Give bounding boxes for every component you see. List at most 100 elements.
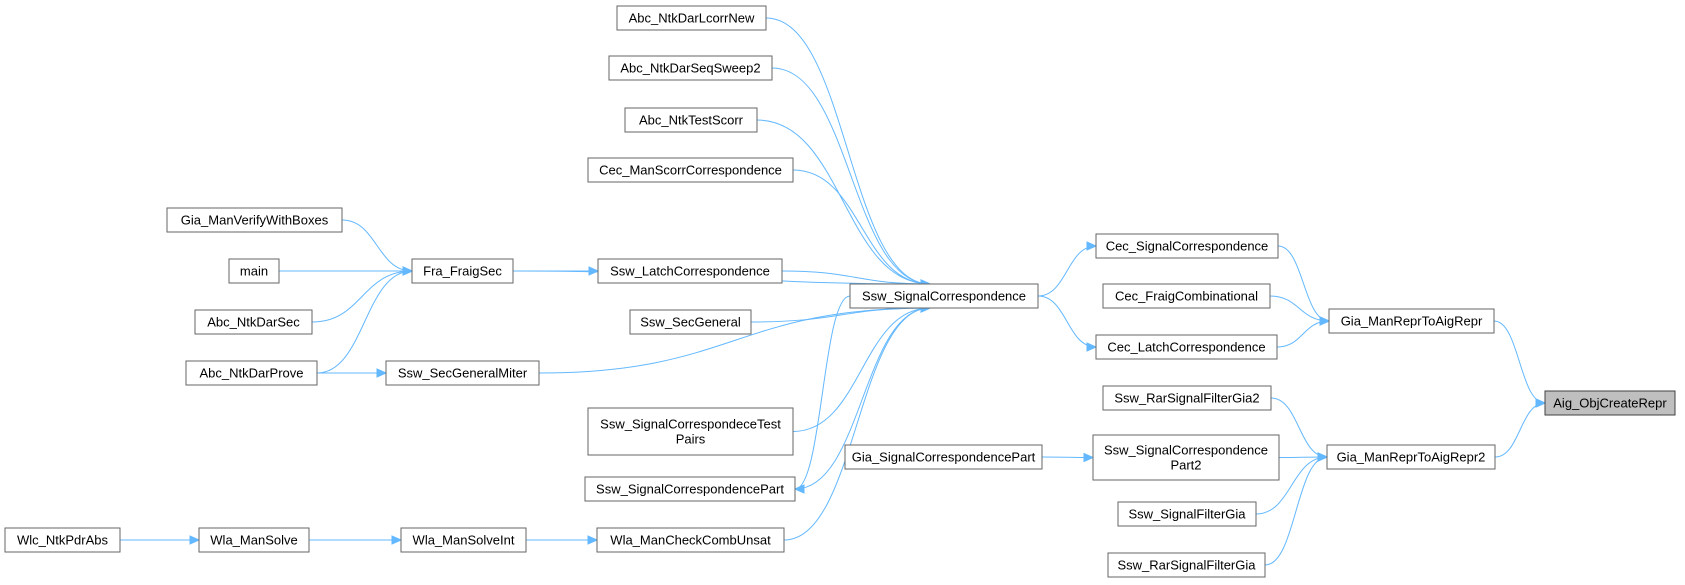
node-wlasolveint[interactable]: Wla_ManSolveInt bbox=[400, 527, 527, 553]
node-box[interactable] bbox=[596, 527, 785, 553]
edge-n_latchcorr-to-n_sigcorr bbox=[781, 270, 931, 285]
node-main[interactable]: main bbox=[228, 258, 280, 284]
edge-n_secgenmiter-to-n_sigcorr bbox=[538, 307, 931, 374]
edge-n_sigcorr-to-n_cecsig bbox=[1037, 245, 1097, 297]
node-box[interactable] bbox=[587, 157, 794, 183]
node-box[interactable] bbox=[608, 55, 773, 81]
node-box[interactable] bbox=[1117, 501, 1257, 527]
node-verifyboxes[interactable]: Gia_ManVerifyWithBoxes bbox=[166, 207, 343, 233]
node-box[interactable] bbox=[1107, 552, 1266, 578]
edge-n_darprove-to-n_fraigsec bbox=[316, 270, 413, 374]
node-wlasolve[interactable]: Wla_ManSolve bbox=[198, 527, 310, 553]
node-box[interactable] bbox=[616, 5, 767, 31]
node-reprtoaig[interactable]: Gia_ManReprToAigRepr bbox=[1328, 308, 1495, 334]
node-box[interactable] bbox=[385, 360, 540, 386]
node-box[interactable] bbox=[1544, 390, 1676, 416]
arrowhead bbox=[1317, 452, 1329, 462]
node-sigfilter[interactable]: Ssw_SignalFilterGia bbox=[1117, 501, 1257, 527]
node-label: Aig_ObjCreateRepr bbox=[1553, 396, 1667, 411]
node-cecscorr[interactable]: Cec_ManScorrCorrespondence bbox=[587, 157, 794, 183]
arrowhead bbox=[189, 535, 201, 545]
edge-n_rarsig-to-n_reprtoaig2 bbox=[1264, 456, 1328, 566]
node-label: Cec_LatchCorrespondence bbox=[1107, 340, 1265, 355]
node-box[interactable] bbox=[849, 283, 1039, 309]
node-darsec[interactable]: Abc_NtkDarSec bbox=[194, 309, 313, 335]
node-secgenmiter[interactable]: Ssw_SecGeneralMiter bbox=[385, 360, 540, 386]
node-ceclatch[interactable]: Cec_LatchCorrespondence bbox=[1095, 334, 1278, 360]
node-label: Abc_NtkDarProve bbox=[199, 366, 303, 381]
node-reprtoaig2[interactable]: Gia_ManReprToAigRepr2 bbox=[1326, 444, 1496, 470]
node-giasigpart[interactable]: Gia_SignalCorrespondencePart bbox=[844, 444, 1043, 470]
node-box[interactable] bbox=[597, 258, 783, 284]
node-rarsig2[interactable]: Ssw_RarSignalFilterGia2 bbox=[1102, 385, 1272, 411]
node-label: Abc_NtkDarLcorrNew bbox=[629, 11, 755, 26]
node-box[interactable] bbox=[400, 527, 527, 553]
node-label: Wla_ManSolveInt bbox=[413, 533, 515, 548]
node-label: Cec_FraigCombinational bbox=[1115, 289, 1258, 304]
edge-n_sigcorr-to-n_sigcorrpart bbox=[794, 295, 851, 490]
arrowhead bbox=[402, 266, 414, 276]
node-box[interactable] bbox=[198, 527, 310, 553]
node-seqsweep[interactable]: Abc_NtkDarSeqSweep2 bbox=[608, 55, 773, 81]
node-box[interactable] bbox=[411, 258, 514, 284]
node-sigcorr[interactable]: Ssw_SignalCorrespondence bbox=[849, 283, 1039, 309]
node-sigcorrpart[interactable]: Ssw_SignalCorrespondencePart bbox=[584, 476, 796, 502]
node-box[interactable] bbox=[228, 258, 280, 284]
edge-n_cecsig-to-n_reprtoaig bbox=[1277, 245, 1330, 322]
node-box[interactable] bbox=[1328, 308, 1495, 334]
edge-n_cecscorr-to-n_sigcorr bbox=[792, 169, 931, 285]
arrowhead bbox=[587, 535, 599, 545]
arrowhead bbox=[1086, 342, 1098, 352]
edge-n_testpairs-to-n_sigcorr bbox=[792, 307, 931, 432]
node-box[interactable] bbox=[624, 107, 758, 133]
arrowhead bbox=[1086, 241, 1098, 251]
node-label: Abc_NtkTestScorr bbox=[639, 113, 744, 128]
arrowhead bbox=[391, 535, 403, 545]
node-box[interactable] bbox=[1102, 283, 1271, 309]
arrowhead bbox=[588, 266, 600, 276]
arrowhead bbox=[1083, 452, 1095, 463]
node-rarsig[interactable]: Ssw_RarSignalFilterGia bbox=[1107, 552, 1266, 578]
edge-n_verifyboxes-to-n_fraigsec bbox=[341, 219, 413, 272]
node-label: Cec_ManScorrCorrespondence bbox=[599, 163, 782, 178]
node-cecfraig[interactable]: Cec_FraigCombinational bbox=[1102, 283, 1271, 309]
node-secgeneral[interactable]: Ssw_SecGeneral bbox=[629, 309, 752, 335]
node-box[interactable] bbox=[1092, 434, 1280, 481]
node-checkcomb[interactable]: Wla_ManCheckCombUnsat bbox=[596, 527, 785, 553]
node-label: Gia_ManReprToAigRepr bbox=[1341, 314, 1483, 329]
edge-n_sigcorr-to-n_ceclatch bbox=[1037, 295, 1097, 348]
node-box[interactable] bbox=[584, 476, 796, 502]
node-cecsig[interactable]: Cec_SignalCorrespondence bbox=[1095, 233, 1279, 259]
node-box[interactable] bbox=[844, 444, 1043, 470]
node-box[interactable] bbox=[4, 527, 121, 553]
node-box[interactable] bbox=[185, 360, 318, 386]
node-corrnew[interactable]: Abc_NtkDarLcorrNew bbox=[616, 5, 767, 31]
node-label: main bbox=[240, 264, 268, 279]
node-testscorr[interactable]: Abc_NtkTestScorr bbox=[624, 107, 758, 133]
edge-n_seqsweep-to-n_sigcorr bbox=[771, 67, 931, 285]
node-label: Abc_NtkDarSeqSweep2 bbox=[620, 61, 760, 76]
edges-layer bbox=[120, 17, 1547, 566]
node-latchcorr[interactable]: Ssw_LatchCorrespondence bbox=[597, 258, 783, 284]
node-box[interactable] bbox=[166, 207, 343, 233]
node-wlc[interactable]: Wlc_NtkPdrAbs bbox=[4, 527, 121, 553]
node-box[interactable] bbox=[1102, 385, 1272, 411]
node-fraigsec[interactable]: Fra_FraigSec bbox=[411, 258, 514, 284]
node-box[interactable] bbox=[1095, 233, 1279, 259]
node-box[interactable] bbox=[629, 309, 752, 335]
edge-n_darsec-to-n_fraigsec bbox=[311, 270, 413, 323]
node-box[interactable] bbox=[1095, 334, 1278, 360]
node-darprove[interactable]: Abc_NtkDarProve bbox=[185, 360, 318, 386]
node-box[interactable] bbox=[587, 407, 794, 456]
node-label: Part2 bbox=[1170, 458, 1201, 473]
node-label: Wla_ManSolve bbox=[210, 533, 297, 548]
edge-n_corrnew-to-n_sigcorr bbox=[765, 17, 931, 285]
node-label: Ssw_SignalCorrespondeceTest bbox=[600, 417, 781, 432]
nodes-layer: Abc_NtkDarLcorrNewAbc_NtkDarSeqSweep2Abc… bbox=[4, 5, 1676, 578]
node-box[interactable] bbox=[194, 309, 313, 335]
node-objcreate[interactable]: Aig_ObjCreateRepr bbox=[1544, 390, 1676, 416]
node-box[interactable] bbox=[1326, 444, 1496, 470]
